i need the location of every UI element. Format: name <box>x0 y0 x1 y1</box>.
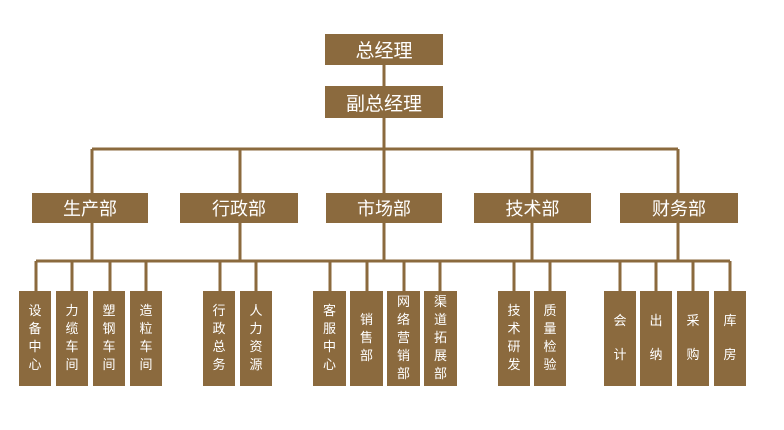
unit-label: 销售部 <box>359 312 373 364</box>
department-box-marketing: 市场部 <box>326 193 442 223</box>
deputy-label: 副总经理 <box>345 92 422 115</box>
deputy-box: 副总经理 <box>325 86 443 118</box>
ceo-box: 总经理 <box>325 34 443 65</box>
unit-label: 行政总务 <box>212 303 226 373</box>
unit-label: 出纳 <box>649 313 663 363</box>
unit-label: 人力资源 <box>249 303 263 373</box>
unit-box: 人力资源 <box>240 291 272 386</box>
unit-label: 造粒车间 <box>139 303 153 373</box>
unit-box: 设备中心 <box>19 291 51 386</box>
unit-label: 塑钢车间 <box>102 303 116 373</box>
department-box-technology: 技术部 <box>474 193 591 223</box>
unit-label: 设备中心 <box>28 303 42 373</box>
unit-box: 会计 <box>604 291 636 386</box>
department-label: 行政部 <box>212 199 266 220</box>
unit-box: 塑钢车间 <box>93 291 125 386</box>
department-label: 市场部 <box>357 199 411 220</box>
department-label: 财务部 <box>652 199 706 220</box>
department-box-admin: 行政部 <box>180 193 298 223</box>
unit-box: 行政总务 <box>203 291 235 386</box>
ceo-label: 总经理 <box>355 40 413 62</box>
unit-box: 出纳 <box>640 291 672 386</box>
unit-box: 技术研发 <box>498 291 530 386</box>
unit-box: 库房 <box>714 291 746 386</box>
unit-label: 技术研发 <box>507 303 521 373</box>
unit-label: 力缆车间 <box>65 303 79 373</box>
unit-box: 渠道拓展部 <box>424 291 457 386</box>
unit-label: 库房 <box>723 313 737 363</box>
unit-box: 质量检验 <box>534 291 566 386</box>
unit-box: 客服中心 <box>313 291 346 386</box>
unit-box: 网络营销部 <box>387 291 420 386</box>
unit-box: 力缆车间 <box>56 291 88 386</box>
department-label: 生产部 <box>63 199 117 220</box>
department-box-production: 生产部 <box>32 193 148 223</box>
unit-label: 质量检验 <box>543 303 557 373</box>
unit-box: 造粒车间 <box>130 291 162 386</box>
department-box-finance: 财务部 <box>620 193 738 223</box>
unit-box: 销售部 <box>350 291 383 386</box>
department-label: 技术部 <box>505 199 560 220</box>
unit-label: 客服中心 <box>322 303 336 373</box>
unit-label: 采购 <box>686 313 700 363</box>
unit-box: 采购 <box>677 291 709 386</box>
unit-label: 会计 <box>613 313 627 363</box>
unit-label: 网络营销部 <box>396 294 410 382</box>
unit-label: 渠道拓展部 <box>433 294 447 382</box>
